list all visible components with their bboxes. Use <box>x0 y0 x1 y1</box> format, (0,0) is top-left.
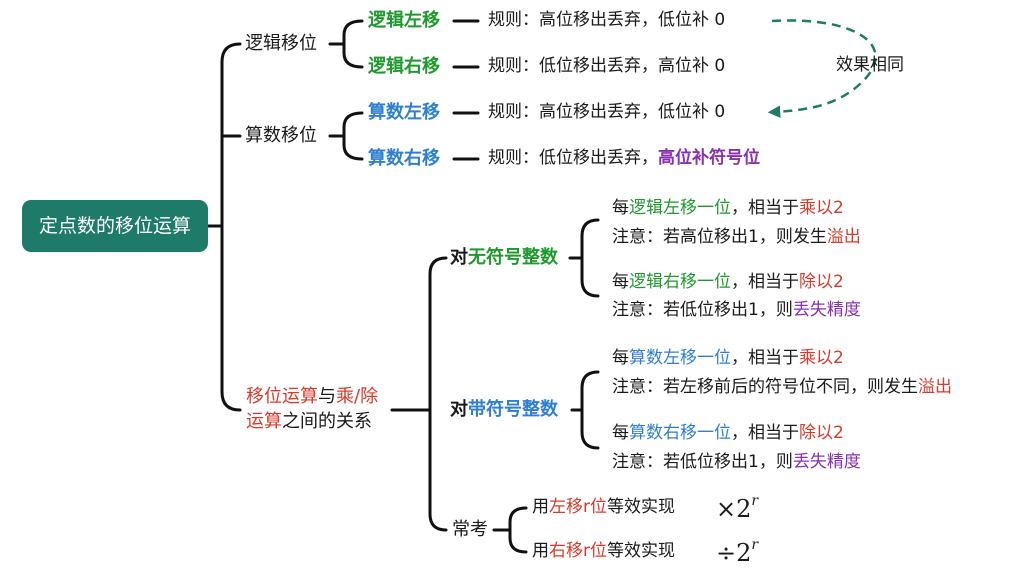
unsigned-right-warning: 注意：若低位移出1，则丢失精度 <box>612 300 861 320</box>
signed-left-note: 每算数左移一位，相当于乘以2 <box>612 348 844 368</box>
relation-line-1: 移位运算与乘/除 <box>246 386 379 407</box>
logical-right-shift-label: 逻辑右移 <box>368 56 440 77</box>
divide-two-pow-r: ÷2r <box>716 537 759 567</box>
rule-prefix: 规则： <box>488 56 539 76</box>
arith-left-rule: 规则：高位移出丢弃，低位补 0 <box>488 104 725 121</box>
arith-right-rule: 规则：低位移出丢弃，高位补符号位 <box>488 150 760 167</box>
signed-label: 对带符号整数 <box>450 399 558 420</box>
rule-prefix: 规则： <box>488 10 539 30</box>
logical-left-rule: 规则：高位移出丢弃，低位补 0 <box>488 12 725 29</box>
relation-node: 移位运算与乘/除 运算之间的关系 <box>246 384 378 434</box>
unsigned-left-warning: 注意：若高位移出1，则发生溢出 <box>612 227 861 247</box>
rule-prefix: 规则： <box>488 102 539 122</box>
rule-text: 高位移出丢弃，低位补 0 <box>539 10 726 30</box>
relation-bracket <box>428 256 448 532</box>
arith-shift-label: 算数移位 <box>245 125 317 146</box>
common-right-shift: 用右移r位等效实现 <box>532 541 675 561</box>
arith-bracket <box>342 111 364 161</box>
signed-right-warning: 注意：若低位移出1，则丢失精度 <box>612 452 861 472</box>
unsigned-label: 对无符号整数 <box>450 247 558 268</box>
common-left-shift: 用左移r位等效实现 <box>532 497 675 517</box>
arith-right-shift-label: 算数右移 <box>368 148 440 169</box>
rule-text: 低位移出丢弃， <box>539 148 658 168</box>
rule-prefix: 规则： <box>488 148 539 168</box>
unsigned-bracket <box>580 218 600 298</box>
logical-bracket <box>342 19 364 69</box>
logical-left-shift-label: 逻辑左移 <box>368 10 440 31</box>
arith-left-shift-label: 算数左移 <box>368 102 440 123</box>
logical-right-rule: 规则：低位移出丢弃，高位补 0 <box>488 58 725 75</box>
relation-line-2: 运算之间的关系 <box>246 411 372 433</box>
signed-left-warning: 注意：若左移前后的符号位不同，则发生溢出 <box>612 377 952 397</box>
unsigned-left-note: 每逻辑左移一位，相当于乘以2 <box>612 198 844 218</box>
same-effect-arrow <box>767 19 877 118</box>
rule-text: 低位移出丢弃，高位补 0 <box>539 56 726 76</box>
root-node: 定点数的移位运算 <box>22 200 208 252</box>
unsigned-right-note: 每逻辑右移一位，相当于除以2 <box>612 272 844 292</box>
signed-bracket <box>580 370 600 450</box>
root-bracket <box>220 42 242 412</box>
signed-right-note: 每算数右移一位，相当于除以2 <box>612 423 844 443</box>
logical-shift-label: 逻辑移位 <box>245 33 317 54</box>
common-label: 常考 <box>452 519 488 540</box>
times-two-pow-r: ×2r <box>716 493 759 523</box>
rule-text: 高位移出丢弃，低位补 0 <box>539 102 726 122</box>
same-effect-label: 效果相同 <box>836 55 904 75</box>
rule-highlight: 高位补符号位 <box>658 148 760 168</box>
common-bracket <box>508 506 528 554</box>
